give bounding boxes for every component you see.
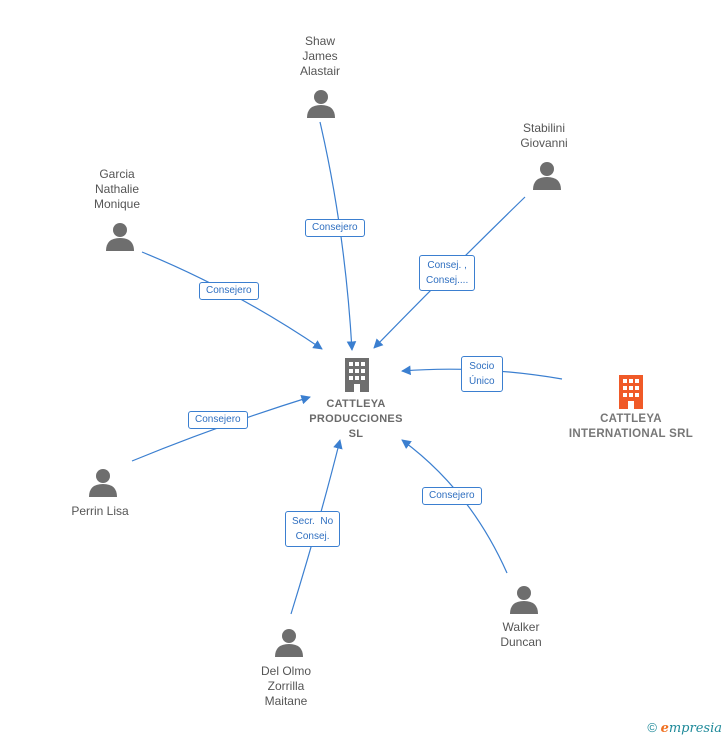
edge-label-line: Consej. [295, 531, 330, 542]
edge-label-walker[interactable]: Consejero [422, 487, 482, 505]
edge-label-perrin[interactable]: Consejero [188, 411, 248, 429]
edge-label-line: Secr. No [292, 516, 334, 527]
person-name-line: Del Olmo [260, 664, 311, 678]
edge-label-line: Consej.... [426, 275, 469, 286]
external-name-line: CATTLEYA [600, 413, 662, 425]
edge-label-stabilini[interactable]: Consej. , Consej.... [419, 255, 476, 291]
center-name-line: PRODUCCIONES [309, 413, 403, 425]
person-icon[interactable] [274, 627, 304, 662]
edge-label-delolmo[interactable]: Secr. No Consej. [285, 511, 341, 547]
edge-walker [401, 439, 508, 574]
person-icon[interactable] [306, 88, 336, 123]
copyright-symbol: © [647, 720, 657, 735]
person-name-line: Garcia [99, 167, 135, 181]
person-name-line: Monique [93, 197, 141, 211]
person-label-walker[interactable]: Walker Duncan [471, 620, 571, 650]
person-name-line: Alastair [299, 64, 340, 78]
person-name-line: Perrin Lisa [71, 504, 129, 518]
person-name-line: Nathalie [94, 182, 140, 196]
edge-label-line: Socio [469, 361, 495, 372]
external-company-label[interactable]: CATTLEYA INTERNATIONAL SRL [556, 412, 706, 442]
center-company-label[interactable]: CATTLEYA PRODUCCIONES SL [300, 397, 412, 442]
person-name-line: Duncan [500, 635, 542, 649]
person-name-line: Shaw [304, 34, 336, 48]
building-icon-external[interactable] [616, 373, 646, 409]
center-name-line: CATTLEYA [326, 398, 386, 410]
edge-label-garcia[interactable]: Consejero [199, 282, 259, 300]
edge-label-line: Consejero [206, 285, 252, 296]
person-name-line: Zorrilla [267, 679, 305, 693]
empresia-logo[interactable]: empresia [660, 721, 722, 736]
person-icon[interactable] [532, 160, 562, 195]
edge-label-shaw[interactable]: Consejero [305, 219, 365, 237]
person-name-line: Maitane [264, 694, 308, 708]
person-name-line: Walker [502, 620, 540, 634]
person-icon[interactable] [105, 221, 135, 256]
person-label-delolmo[interactable]: Del Olmo Zorrilla Maitane [236, 664, 336, 709]
person-icon[interactable] [509, 584, 539, 619]
edge-garcia [141, 251, 323, 350]
person-icon[interactable] [88, 467, 118, 502]
edge-label-line: Consej. , [427, 260, 467, 271]
edge-label-international[interactable]: Socio Único [461, 356, 503, 392]
person-label-stabilini[interactable]: Stabilini Giovanni [494, 121, 594, 151]
person-name-line: Stabilini [522, 121, 566, 135]
person-label-garcia[interactable]: Garcia Nathalie Monique [67, 167, 167, 212]
edge-label-line: Consejero [195, 414, 241, 425]
building-icon[interactable] [342, 356, 372, 392]
edge-label-line: Único [469, 376, 495, 387]
edge-perrin [131, 394, 311, 462]
center-name-line: SL [348, 428, 364, 440]
person-label-perrin[interactable]: Perrin Lisa [50, 504, 150, 519]
footer-credit: © empresia [647, 720, 722, 736]
person-name-line: James [302, 49, 338, 63]
edge-label-line: Consejero [312, 222, 358, 233]
person-name-line: Giovanni [520, 136, 568, 150]
edge-label-line: Consejero [429, 490, 475, 501]
person-label-shaw[interactable]: Shaw James Alastair [270, 34, 370, 79]
external-name-line: INTERNATIONAL SRL [568, 428, 694, 440]
